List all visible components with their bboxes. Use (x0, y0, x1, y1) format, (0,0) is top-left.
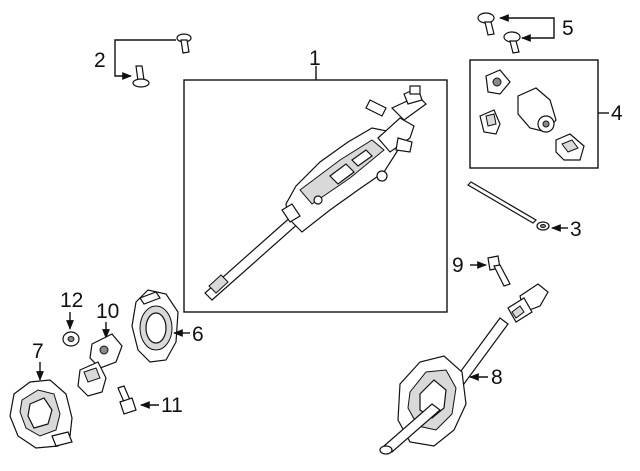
steering-column-assembly-icon (204, 85, 427, 301)
callout-7-label: 7 (32, 340, 44, 363)
callout-5-lower-leader (521, 28, 555, 42)
callout-3-label: 3 (570, 218, 582, 241)
bolt-pair-2-group[interactable]: 2 (94, 33, 192, 88)
column-cover-icon (9, 379, 73, 449)
bolt-icon (487, 255, 511, 287)
universal-joint-10-group[interactable]: 10 (77, 300, 123, 397)
callout-2-label: 2 (94, 49, 106, 72)
nut-icon (62, 331, 80, 347)
callout-5-label: 5 (562, 17, 574, 40)
lock-cylinder-kit-icon (479, 69, 585, 161)
bolt-pair-5-group[interactable]: 5 (477, 12, 574, 54)
callout-9-label: 9 (452, 254, 464, 277)
lock-kit-4-group[interactable]: 4 (469, 59, 623, 169)
callout-10-label: 10 (96, 300, 119, 323)
universal-joint-icon (77, 333, 123, 397)
intermediate-shaft-icon (379, 283, 549, 455)
lock-kit-box (469, 59, 599, 169)
callout-6-label: 6 (192, 323, 204, 346)
column-cover-7-group[interactable]: 7 (9, 340, 73, 449)
callout-5-upper-leader (499, 14, 555, 28)
callout-4-label: 4 (611, 102, 623, 125)
bolt-icon (176, 33, 192, 54)
steering-column-group[interactable]: 1 (183, 47, 448, 313)
boot-seal-icon (131, 289, 179, 363)
callout-2-bracket (114, 39, 176, 80)
callout-11-label: 11 (161, 394, 183, 417)
bolt-icon (503, 31, 521, 54)
long-bolt-3-group[interactable]: 3 (467, 181, 582, 241)
bolt-icon (117, 385, 137, 415)
bolt-icon (132, 65, 150, 88)
nut-12-group[interactable]: 12 (60, 289, 83, 347)
callout-1-label: 1 (309, 47, 321, 70)
long-bolt-icon (467, 181, 550, 231)
bolt-9-group[interactable]: 9 (452, 254, 511, 287)
bolt-11-group[interactable]: 11 (117, 385, 183, 417)
callout-8-label: 8 (491, 366, 503, 389)
boot-seal-6-group[interactable]: 6 (131, 289, 204, 363)
bolt-icon (477, 12, 495, 36)
callout-12-label: 12 (60, 289, 83, 312)
intermediate-shaft-8-group[interactable]: 8 (379, 283, 549, 455)
